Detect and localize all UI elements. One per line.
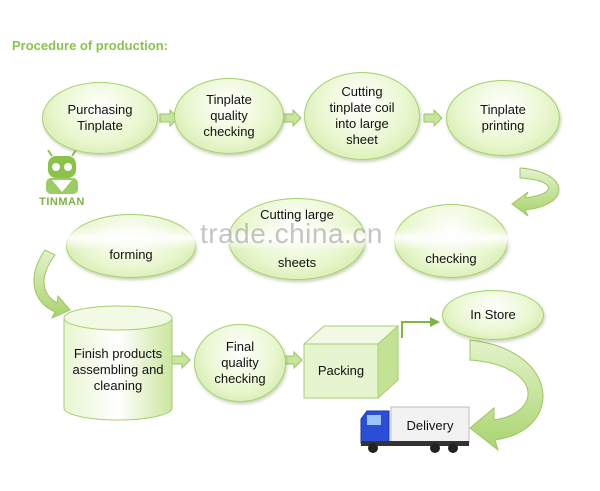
node-finish-products: Finish products assembling and cleaning: [64, 330, 172, 410]
node-label-top: Cutting large: [260, 207, 334, 222]
node-label: Finish products assembling and cleaning: [72, 345, 164, 394]
node-cutting-tinplate-coil: Cutting tinplate coil into large sheet: [304, 72, 420, 160]
watermark-text: trade.china.cn: [200, 218, 383, 249]
node-tinplate-printing: Tinplate printing: [446, 80, 560, 156]
node-final-quality-checking: Final quality checking: [194, 324, 286, 402]
node-label: Final quality checking: [214, 338, 266, 387]
tinman-robot-logo-icon: [46, 150, 78, 194]
delivery-truck-icon: [360, 406, 470, 453]
node-label: Tinplate printing: [480, 101, 526, 133]
node-in-store: In Store: [442, 290, 544, 340]
watermark-blur-band: [20, 226, 590, 250]
node-label: forming: [109, 246, 153, 262]
node-label: checking: [425, 250, 477, 266]
diagram-title: Procedure of production:: [12, 38, 168, 53]
node-tinplate-quality-checking: Tinplate quality checking: [174, 78, 284, 154]
node-purchasing-tinplate: Purchasing Tinplate: [42, 82, 158, 154]
node-label: In Store: [470, 306, 516, 322]
node-label: Purchasing Tinplate: [67, 101, 133, 133]
logo-text: TINMAN: [39, 196, 85, 208]
node-label-bottom: sheets: [277, 254, 317, 270]
node-label: Tinplate quality checking: [203, 91, 255, 140]
node-label: Cutting tinplate coil into large sheet: [329, 83, 395, 148]
node-label: Packing: [317, 362, 365, 378]
node-delivery: Delivery: [406, 417, 454, 433]
node-packing: Packing: [304, 344, 378, 398]
